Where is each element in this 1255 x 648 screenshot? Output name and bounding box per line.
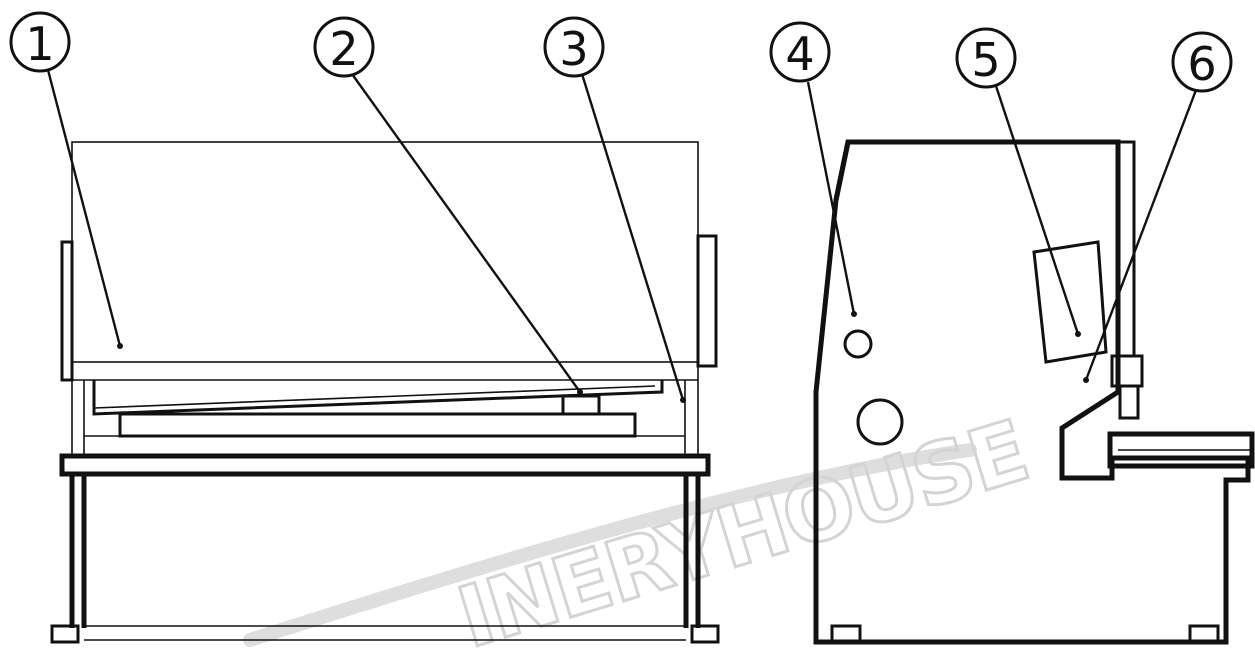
callouts: 1 2 3 4 5 6 (9, 11, 1233, 93)
leader-5 (994, 85, 1080, 335)
upper-beam-box (71, 141, 699, 363)
left-foot (50, 624, 80, 644)
callout-2: 2 (313, 16, 375, 78)
callout-2-circle (313, 16, 375, 78)
callout-1-circle (9, 11, 71, 73)
callout-6-circle (1171, 31, 1233, 93)
leader-1 (46, 69, 122, 347)
leader-2-dot (577, 389, 583, 395)
large-hole (856, 398, 904, 446)
front-view (50, 141, 720, 644)
side-frame-outline (813, 139, 1251, 645)
side-frame-top-curve (833, 141, 851, 201)
callout-2-label: 2 (329, 22, 358, 76)
callout-4-circle (769, 21, 831, 83)
leader-3-dot (680, 397, 686, 403)
callout-6-label: 6 (1187, 37, 1216, 91)
callout-3-label: 3 (559, 22, 588, 76)
control-box (1032, 240, 1108, 364)
leader-lines (46, 69, 1198, 403)
right-side-housing (696, 234, 718, 368)
side-foot-left (830, 624, 862, 644)
callout-4-label: 4 (785, 27, 814, 81)
watermark-text: INERYHOUSE (447, 402, 1038, 648)
bed-plate (59, 453, 711, 477)
callout-1-label: 1 (25, 17, 54, 71)
right-foot (690, 624, 720, 644)
watermark-swoosh (243, 443, 977, 647)
callout-5: 5 (955, 27, 1017, 89)
upper-blade-angled (92, 380, 664, 416)
leader-1-dot (117, 343, 123, 349)
callout-4: 4 (769, 21, 831, 83)
callout-5-circle (955, 27, 1017, 89)
lower-table (118, 412, 637, 438)
leader-2 (351, 73, 581, 393)
blade-tip (1118, 384, 1140, 420)
callout-6: 6 (1171, 31, 1233, 93)
callout-1: 1 (9, 11, 71, 73)
leader-6-dot (1083, 377, 1089, 383)
callout-3: 3 (543, 16, 605, 78)
side-view (813, 139, 1255, 645)
upper-blade-edge (93, 385, 656, 409)
leader-4 (806, 81, 856, 315)
leader-6 (1084, 89, 1198, 381)
leader-5-dot (1075, 331, 1081, 337)
left-side-housing (60, 240, 74, 382)
callout-3-circle (543, 16, 605, 78)
leader-3 (580, 73, 685, 401)
leader-4-dot (851, 311, 857, 317)
callout-5-label: 5 (971, 33, 1000, 87)
small-hole (843, 329, 873, 359)
watermark: INERYHOUSE (243, 400, 1039, 648)
side-foot-right (1188, 624, 1220, 644)
hold-down-block (561, 394, 601, 416)
